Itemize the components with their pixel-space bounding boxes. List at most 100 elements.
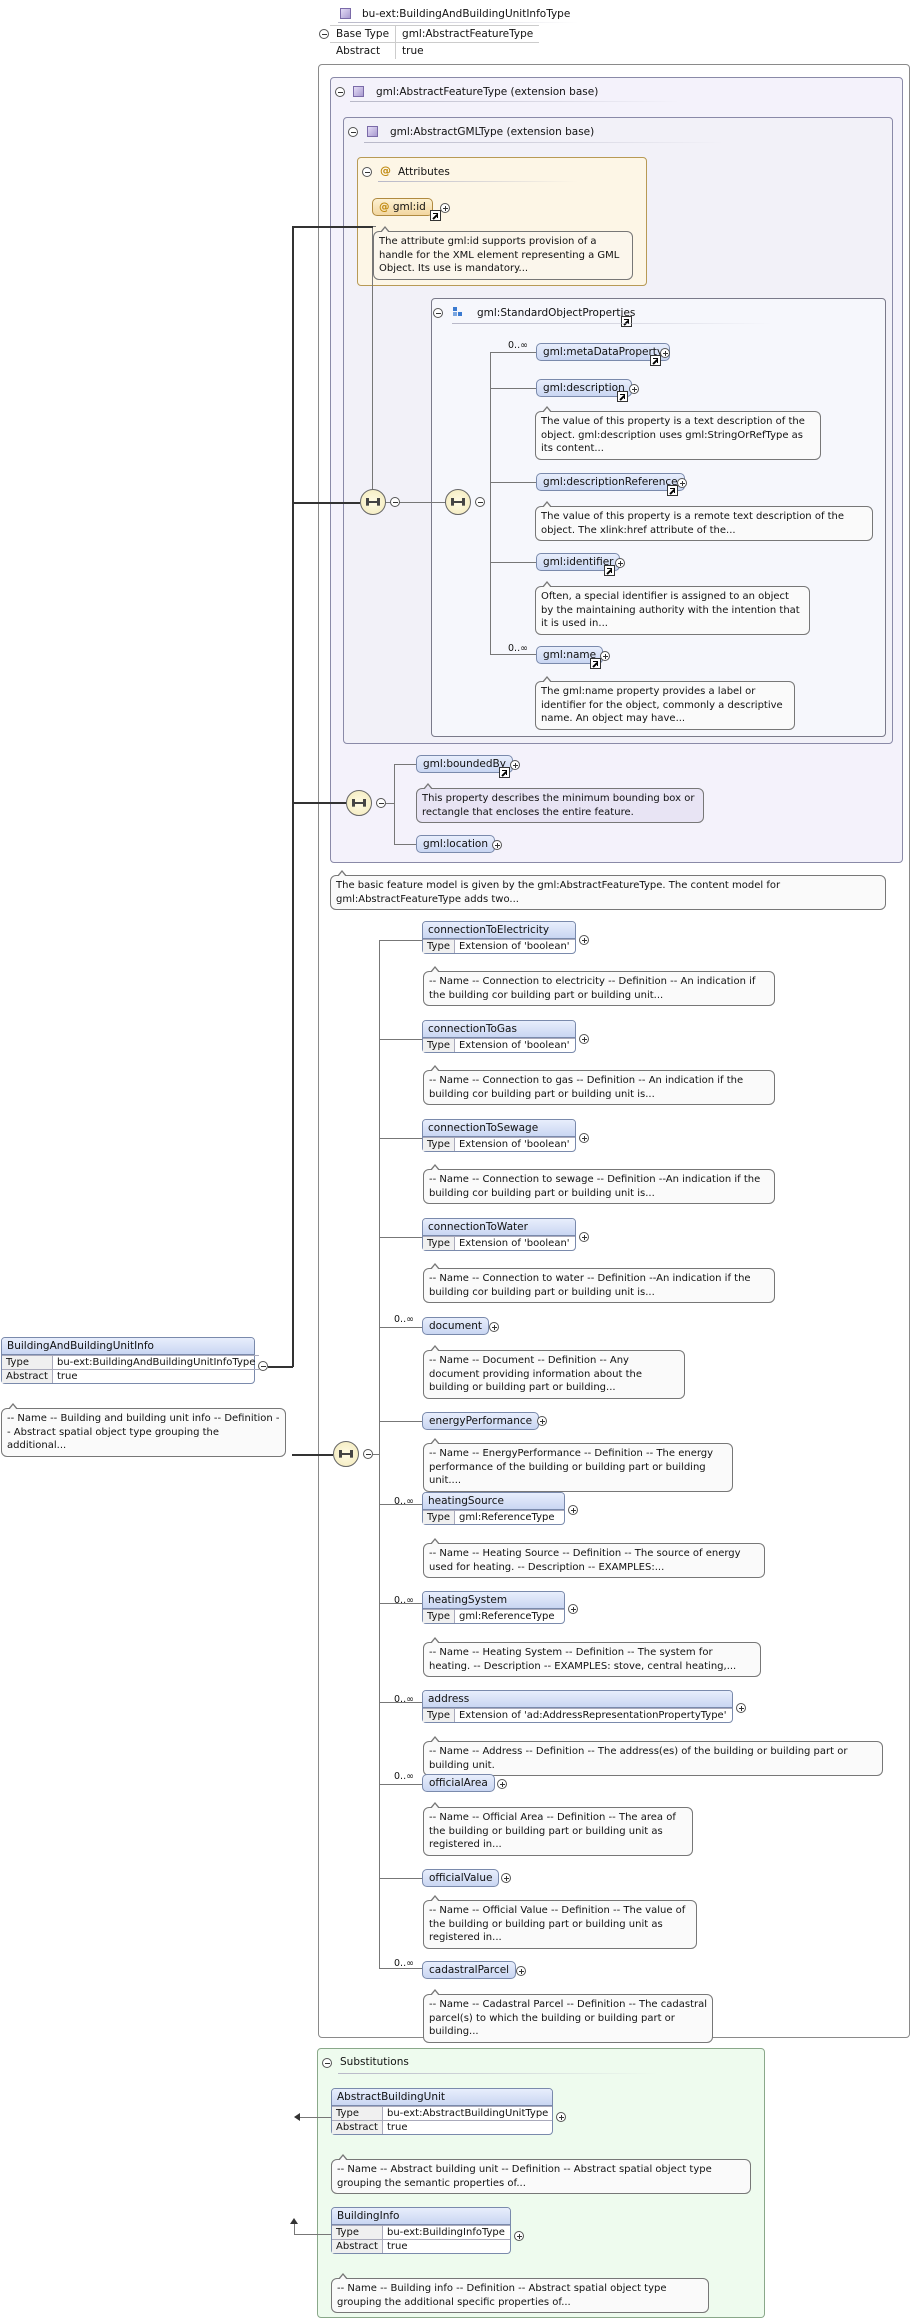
connector-line (379, 1878, 422, 1879)
collapse-root-toggle[interactable] (319, 29, 329, 39)
expand-icon[interactable] (510, 760, 520, 770)
type-key: Type (332, 2106, 383, 2121)
connector-line (490, 388, 536, 389)
element-official-value[interactable]: officialValue (422, 1869, 500, 1887)
collapse-feature-toggle[interactable] (335, 87, 345, 97)
expand-icon[interactable] (629, 384, 639, 394)
collapse-sequence-toggle[interactable] (475, 497, 485, 507)
expand-icon[interactable] (514, 2231, 524, 2241)
expand-icon[interactable] (556, 2112, 566, 2122)
expand-icon[interactable] (497, 1779, 507, 1789)
element-doc: -- Name -- Connection to gas -- Definiti… (423, 1065, 775, 1105)
type-key: Type (2, 1355, 53, 1370)
bounded-by-element[interactable]: gml:boundedBy (416, 755, 513, 773)
substitution-doc: -- Name -- Building info -- Definition -… (331, 2273, 709, 2313)
sequence-compositor-icon[interactable] (333, 1441, 359, 1467)
type-key: Type (423, 1708, 455, 1722)
std-item-metadata[interactable]: gml:metaDataProperty (536, 343, 671, 361)
std-item-identifier[interactable]: gml:identifier (536, 553, 621, 571)
reference-arrow-icon[interactable] (590, 658, 601, 669)
expand-icon[interactable] (600, 651, 610, 661)
type-key: Type (423, 1236, 455, 1250)
complex-type-icon (367, 126, 378, 137)
collapse-gml-toggle[interactable] (348, 127, 358, 137)
feature-doc: The basic feature model is given by the … (330, 870, 886, 910)
element-document[interactable]: document (422, 1317, 489, 1335)
gml-id-attribute[interactable]: @ gml:id (372, 198, 433, 216)
expand-icon[interactable] (492, 840, 502, 850)
expand-icon[interactable] (579, 1034, 589, 1044)
divider (338, 2073, 658, 2074)
std-item-name[interactable]: gml:name (536, 646, 604, 664)
connector-line (490, 352, 536, 353)
sequence-compositor-icon[interactable] (360, 489, 386, 515)
multiplicity: 0..∞ (508, 340, 528, 351)
type-value: Extension of 'boolean' (454, 1137, 575, 1151)
collapse-std-toggle[interactable] (433, 308, 443, 318)
attribute-icon: @ (379, 201, 390, 213)
type-value: Extension of 'boolean' (454, 1236, 575, 1250)
expand-icon[interactable] (537, 1416, 547, 1426)
location-element[interactable]: gml:location (416, 835, 496, 853)
multiplicity: 0..∞ (394, 1958, 414, 1969)
expand-icon[interactable] (489, 1322, 499, 1332)
expand-icon[interactable] (501, 1873, 511, 1883)
std-item-description-reference[interactable]: gml:descriptionReference (536, 473, 685, 491)
abstract-key: Abstract (332, 2120, 383, 2134)
element-official-area[interactable]: officialArea (422, 1774, 495, 1792)
expand-icon[interactable] (660, 348, 670, 358)
expand-icon[interactable] (568, 1604, 578, 1614)
element-name: cadastralParcel (429, 1964, 510, 1976)
reference-arrow-icon[interactable] (604, 565, 615, 576)
collapse-sequence-toggle[interactable] (390, 497, 400, 507)
expand-icon[interactable] (440, 203, 450, 213)
reference-arrow-icon[interactable] (617, 391, 628, 402)
connector-line (292, 226, 373, 228)
expand-icon[interactable] (579, 1133, 589, 1143)
collapse-sequence-toggle[interactable] (376, 798, 386, 808)
element-name: connectionToElectricity (423, 922, 575, 939)
expand-icon[interactable] (579, 935, 589, 945)
divider (452, 323, 772, 324)
connector-line (372, 226, 373, 502)
reference-arrow-icon[interactable] (650, 355, 661, 366)
type-value: Extension of 'boolean' (454, 939, 575, 953)
complex-type-icon (340, 8, 351, 19)
element-name: gml:descriptionReference (543, 476, 678, 488)
element-name: BuildingInfo (332, 2208, 510, 2225)
connector-line (292, 502, 360, 504)
expand-icon[interactable] (677, 478, 687, 488)
expand-icon[interactable] (516, 1966, 526, 1976)
expand-icon[interactable] (615, 558, 625, 568)
reference-arrow-icon[interactable] (499, 767, 510, 778)
element-energy-performance[interactable]: energyPerformance (422, 1412, 540, 1430)
collapse-attributes-toggle[interactable] (362, 167, 372, 177)
reference-arrow-icon[interactable] (621, 316, 632, 327)
expand-icon[interactable] (579, 1232, 589, 1242)
sequence-compositor-icon[interactable] (346, 790, 372, 816)
collapse-substitutions-toggle[interactable] (322, 2058, 332, 2068)
collapse-sequence-toggle[interactable] (363, 1449, 373, 1459)
connector-line (379, 1702, 422, 1703)
reference-arrow-icon[interactable] (667, 485, 678, 496)
reference-arrow-icon[interactable] (430, 210, 441, 221)
element-cadastral-parcel[interactable]: cadastralParcel (422, 1961, 517, 1979)
sequence-compositor-icon[interactable] (445, 489, 471, 515)
type-key: Type (423, 1510, 455, 1524)
collapse-element-toggle[interactable] (258, 1361, 268, 1371)
expand-icon[interactable] (568, 1505, 578, 1515)
type-key: Type (332, 2225, 383, 2240)
divider (350, 101, 680, 102)
expand-icon[interactable] (736, 1703, 746, 1713)
std-title: gml:StandardObjectProperties (477, 307, 636, 319)
